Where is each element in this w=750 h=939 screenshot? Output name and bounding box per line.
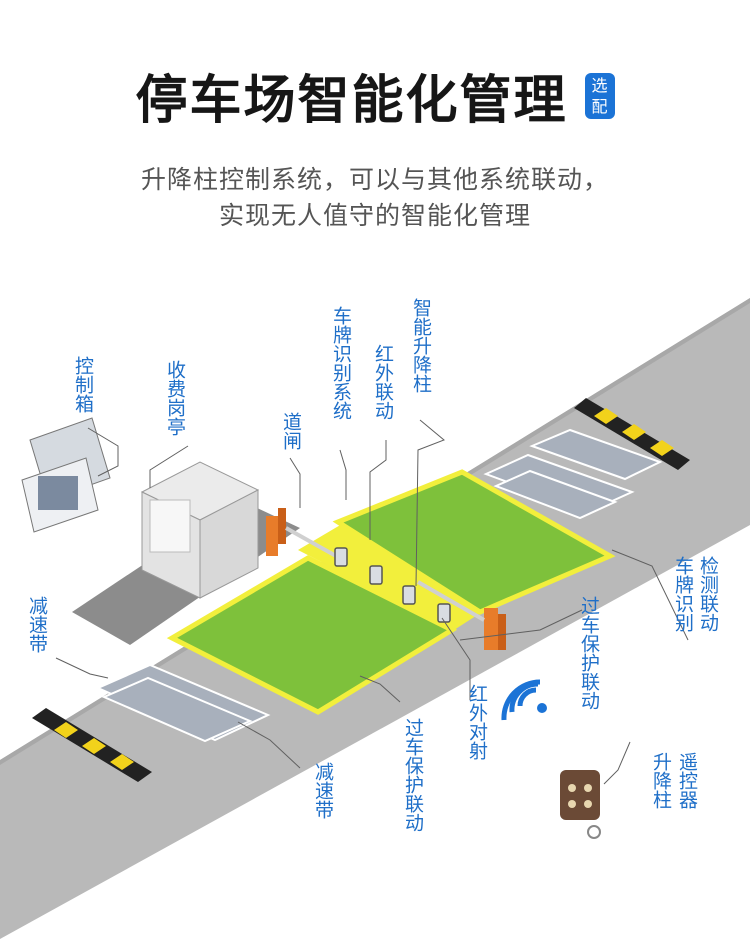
badge-char-2: 配: [591, 96, 608, 116]
bay-right-2: [493, 469, 618, 520]
barrier-gate-right: [417, 580, 506, 650]
control-box-shape: [21, 417, 111, 533]
leader-lines: [55, 419, 689, 785]
page-title-text: 停车场智能化管理: [135, 71, 568, 131]
label-control-box: 控制箱: [72, 356, 94, 413]
label-detection-linkage: 检测联动: [697, 556, 719, 632]
subtitle-line-2: 实现无人值守的智能化管理: [218, 201, 531, 230]
barrier-gate-left: [266, 508, 337, 558]
label-smart-bollard: 智能升降柱: [410, 298, 432, 393]
toll-booth-shape: [140, 461, 260, 599]
green-zone-left: [166, 555, 458, 715]
wifi-icon: [501, 679, 547, 721]
remote-control-shape: [560, 770, 601, 839]
label-plate-recognition: 车牌识别: [672, 556, 694, 632]
label-remote-bollard: 升降柱: [650, 752, 672, 809]
label-speed-bump-left: 减速带: [26, 596, 48, 653]
label-plate-recognition-system: 车牌识别系统: [330, 306, 352, 420]
subtitle-line-1: 升降柱控制系统，可以与其他系统联动，: [140, 165, 609, 194]
parking-bays: [95, 428, 663, 743]
bay-right-3: [529, 428, 663, 481]
page-title: 停车场智能化管理 选 配: [0, 58, 750, 133]
badge-char-1: 选: [591, 75, 608, 95]
label-toll-booth: 收费岗亭: [164, 360, 186, 436]
label-vehicle-protection-bottom: 过车保护联动: [402, 718, 424, 832]
speed-bump-right: [574, 398, 690, 470]
optional-badge: 选 配: [584, 72, 615, 119]
label-remote-control: 遥控器: [676, 752, 698, 809]
bay-left-2: [101, 676, 253, 743]
label-barrier-gate: 道闸: [280, 412, 302, 450]
label-infrared-linkage: 红外联动: [372, 344, 394, 420]
speed-bump-left: [32, 708, 152, 782]
label-infrared-beam: 红外对射: [466, 684, 488, 760]
label-speed-bump-bottom: 减速带: [312, 762, 334, 819]
label-vehicle-protection-right: 过车保护联动: [578, 596, 600, 710]
bollards: [334, 547, 451, 623]
